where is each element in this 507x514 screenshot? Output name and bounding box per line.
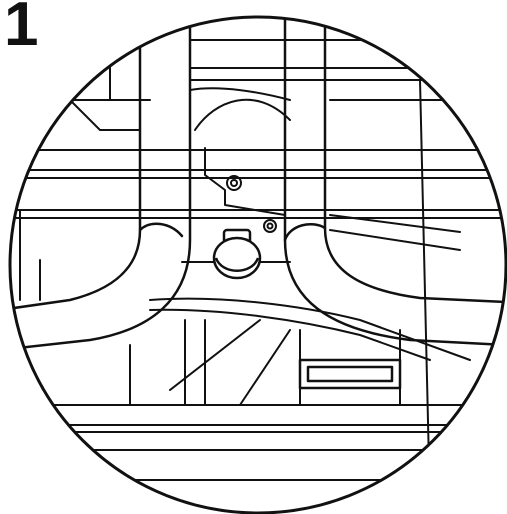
lower-frame <box>10 319 506 481</box>
right-tube <box>283 18 506 347</box>
detail-circle-outline <box>8 15 507 514</box>
upper-frame <box>10 39 506 508</box>
latch-box <box>298 358 402 390</box>
release-knob <box>212 228 262 280</box>
bracket-hole-upper <box>226 175 242 191</box>
cross-bar <box>149 261 471 361</box>
bracket-screw-inner <box>266 222 274 230</box>
bracket-hole-upper-inner <box>230 179 238 187</box>
bracket-screw <box>263 219 277 233</box>
step-number: 1 <box>4 0 39 59</box>
left-tube <box>10 18 192 352</box>
